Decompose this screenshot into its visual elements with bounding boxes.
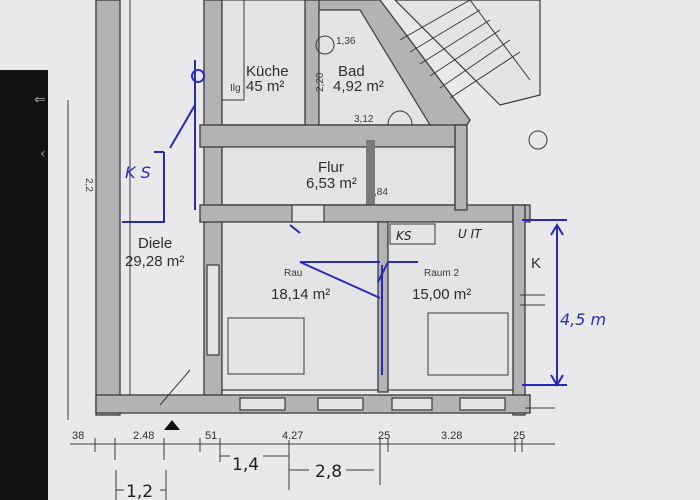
hand-ks-raum2: KS [396,229,412,243]
plan-line [394,0,541,106]
dim-left: 2,2 [83,178,94,192]
dim-flur: ,84 [374,187,388,198]
area-diele: 29,28 m² [125,253,184,270]
plan-line [459,397,506,411]
area-raum2: 15,00 m² [412,286,471,303]
dim-bad-bottom: 3,12 [354,114,374,125]
wall-flur-bottom [199,204,531,223]
kueche-mark: Ilg [230,83,241,94]
ks-raum1-lines [299,261,418,375]
plan-line [317,397,364,411]
wall-flur-right [454,124,468,211]
kitchen-counter [221,0,245,101]
plan-line [191,60,206,210]
area-kueche: 45 m² [246,78,284,95]
plan-line [159,369,191,406]
dim-bad-top: 1,36 [336,36,356,47]
room-raum2 [387,221,516,391]
bed-icon [227,317,305,375]
room-flur [221,146,456,206]
door-raum1 [291,204,325,223]
wall-right [512,204,526,416]
plan-line [115,470,167,500]
dim-label: 38 [72,430,84,442]
plan-line [449,51,521,99]
blue-annotations: K S KS U IT 4,5 m [122,60,606,387]
label-kueche: Küche [246,63,289,80]
plan-line [409,9,481,53]
dim-label: 4.27 [282,430,303,442]
plan-line [169,104,196,149]
dim-label: 25 [378,430,390,442]
label-bad: Bad [338,63,365,80]
plan-line [419,19,491,65]
plan-line [399,0,471,41]
plan-line [219,440,381,490]
arrow-icon: ⇐ [34,92,46,108]
hand-uit: U IT [458,227,483,241]
dim-bad-side: 2,20 [315,72,326,92]
hand-dim-2: 2,8 [315,462,342,482]
dark-background: ⇐ ‹ [0,70,48,500]
plan-line [439,39,511,89]
label-diele: Diele [138,235,172,252]
flur-beam [366,140,375,212]
plan-line [429,29,501,77]
plan-line [239,397,286,411]
hand-ks-left: K S [125,163,151,182]
window-niche [206,264,220,356]
label-k: K [531,255,541,272]
bed-icon [427,312,509,376]
handwritten-dimensions: 1,4 2,8 1,2 [115,440,381,500]
area-bad: 4,92 m² [333,78,384,95]
dim-label: 51 [205,430,217,442]
ks-box [389,223,436,245]
label-flur: Flur [318,159,344,176]
dimension-row: 38 2.48 51 4.27 25 3.28 25 [70,430,555,475]
wall-flur-top [199,124,466,148]
plan-line [399,0,531,99]
toilet-icon [387,110,413,126]
height-arrow [522,219,567,387]
label-raum1: Rau [284,268,302,279]
wall-kueche-bad [304,0,320,146]
area-flur: 6,53 m² [306,175,357,192]
compass-icon [528,130,548,150]
outer-wall-left [95,0,121,416]
chevron-left-icon: ‹ [40,146,46,162]
room-raum1 [221,221,381,391]
plan-line [391,397,433,411]
hand-height: 4,5 m [560,310,606,329]
area-raum1: 18,14 m² [271,286,330,303]
washbasin-icon [315,35,335,55]
entrance-marker [164,420,180,430]
hand-dim-3: 1,2 [126,482,153,500]
ks-outline-left [122,151,165,223]
dim-label: 2.48 [133,430,154,442]
plan-line [289,224,301,234]
hand-dim-1: 1,4 [232,455,259,475]
label-raum2: Raum 2 [424,268,459,279]
dim-label: 3.28 [441,430,462,442]
plan-line [469,0,531,81]
